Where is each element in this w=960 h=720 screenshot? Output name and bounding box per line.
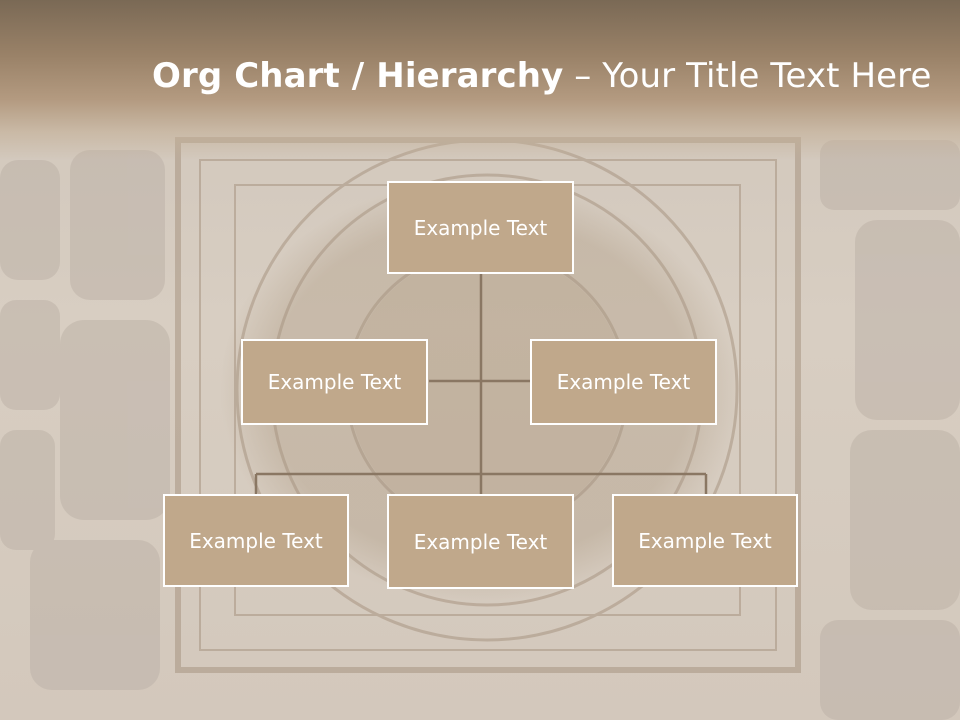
- org-node-child-2-label: Example Text: [413, 529, 548, 554]
- org-node-root-label: Example Text: [413, 215, 548, 240]
- title-bold: Org Chart / Hierarchy: [152, 56, 564, 96]
- title-separator: –: [563, 56, 603, 96]
- org-node-assistant-right[interactable]: Example Text: [530, 339, 717, 425]
- org-node-child-1-label: Example Text: [189, 528, 323, 553]
- page-title: Org Chart / Hierarchy – Your Title Text …: [152, 54, 932, 98]
- title-bar: [0, 0, 960, 160]
- org-node-child-2[interactable]: Example Text: [387, 494, 574, 589]
- org-node-root[interactable]: Example Text: [387, 181, 574, 274]
- org-node-child-1[interactable]: Example Text: [163, 494, 349, 587]
- org-node-assistant-left-label: Example Text: [267, 370, 402, 394]
- org-node-assistant-right-label: Example Text: [556, 370, 691, 394]
- org-node-child-3-label: Example Text: [638, 528, 772, 553]
- org-node-child-3[interactable]: Example Text: [612, 494, 798, 587]
- org-node-assistant-left[interactable]: Example Text: [241, 339, 428, 425]
- title-rest: Your Title Text Here: [602, 56, 932, 96]
